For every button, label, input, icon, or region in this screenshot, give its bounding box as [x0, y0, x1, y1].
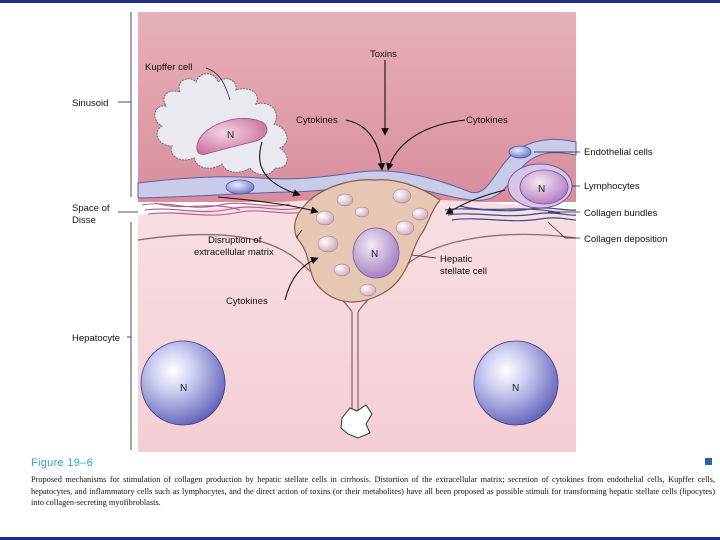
label-hepatic-1: Hepatic	[440, 254, 472, 265]
label-cytokines-left: Cytokines	[296, 115, 338, 126]
label-hepatic-2: stellate cell	[440, 266, 487, 277]
nucleus-label-stellate: N	[371, 249, 378, 260]
label-lymphocytes: Lymphocytes	[584, 181, 640, 192]
label-endothelial-cells: Endothelial cells	[584, 147, 653, 158]
label-space-of-disse-2: Disse	[72, 215, 96, 226]
label-disruption-1: Disruption of	[208, 235, 262, 246]
label-toxins: Toxins	[370, 49, 397, 60]
label-cytokines-right: Cytokines	[466, 115, 508, 126]
label-space-of-disse-1: Space of	[72, 203, 110, 214]
nucleus-label-hepatocyte-right: N	[512, 383, 519, 394]
label-collagen-bundles: Collagen bundles	[584, 208, 658, 219]
figure-marker	[705, 458, 712, 465]
figure-title: Figure 19–6	[31, 457, 93, 469]
label-disruption-2: extracellular matrix	[194, 247, 274, 258]
label-collagen-deposition: Collagen deposition	[584, 234, 667, 245]
label-cytokines-bottom: Cytokines	[226, 296, 268, 307]
region-bracket	[118, 12, 138, 450]
label-sinusoid: Sinusoid	[72, 98, 108, 109]
cirrhosis-diagram: Sinusoid Space of Disse Hepatocyte Kupff…	[0, 0, 720, 455]
label-kupffer-cell: Kupffer cell	[145, 62, 192, 73]
nucleus-label-hepatocyte-left: N	[180, 383, 187, 394]
nucleus-label-lymphocyte: N	[538, 184, 545, 195]
label-hepatocyte: Hepatocyte	[72, 333, 120, 344]
figure-caption: Proposed mechanisms for stimulation of c…	[31, 474, 715, 509]
nucleus-label-kupffer: N	[227, 130, 234, 141]
